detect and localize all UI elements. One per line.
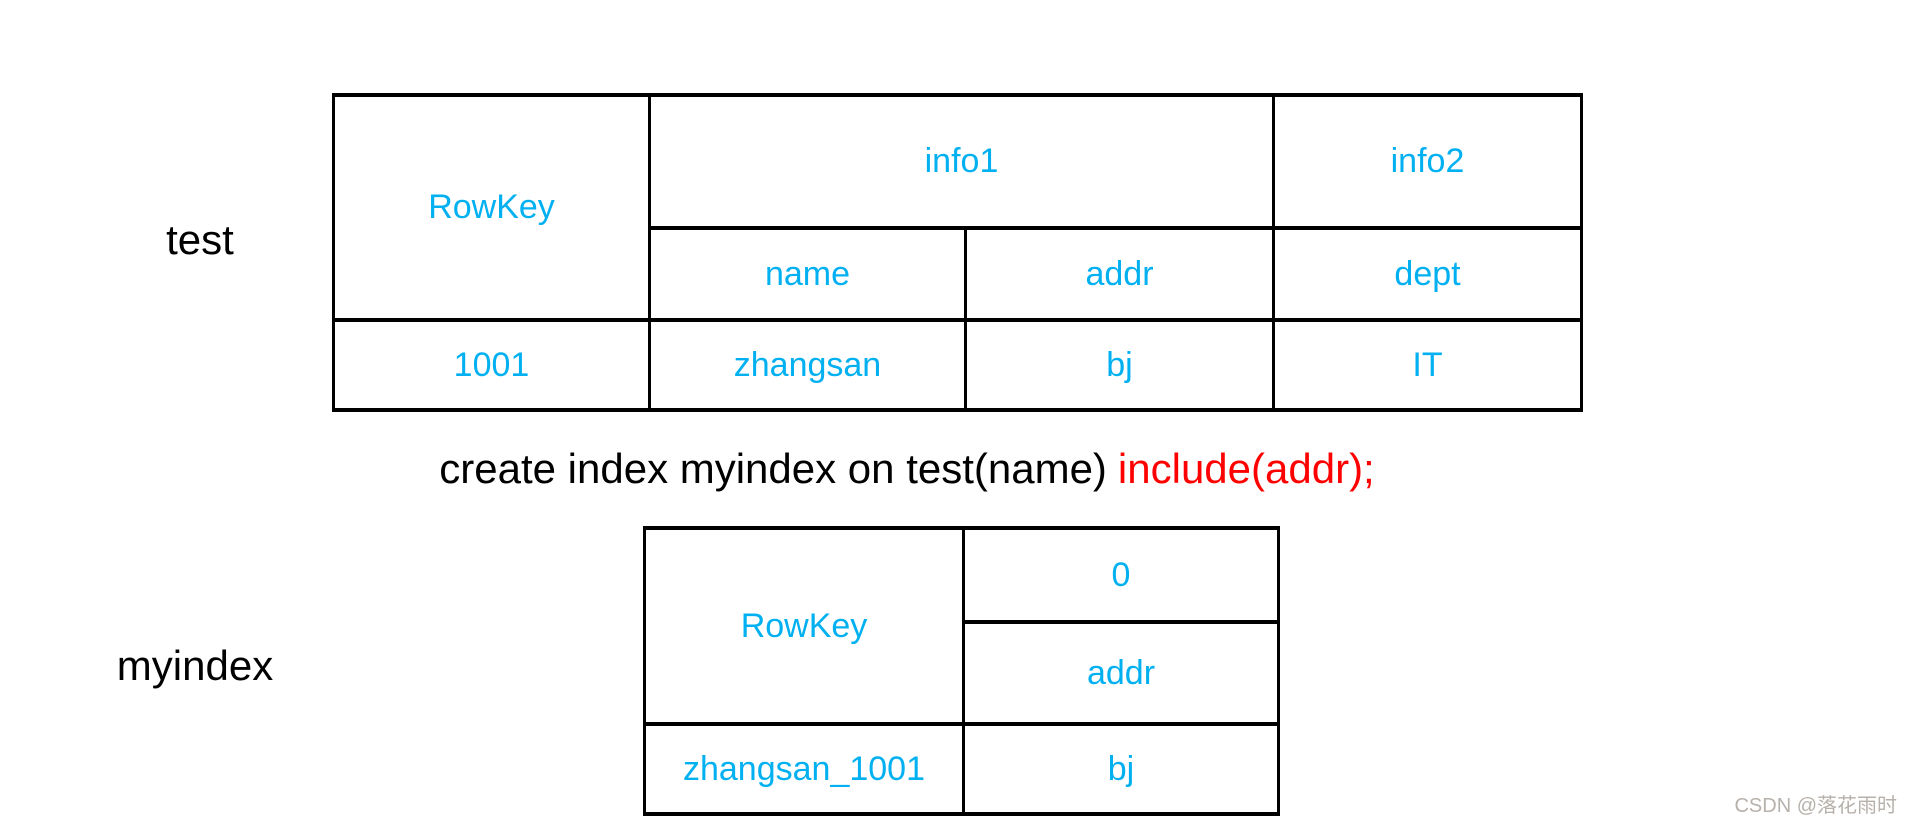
test-table-col-name-cell: name bbox=[648, 226, 967, 322]
test-table-dept-value-cell: IT bbox=[1272, 318, 1583, 412]
csdn-watermark: CSDN @落花雨时 bbox=[1734, 795, 1897, 817]
myindex-table-addr-value-cell: bj bbox=[962, 722, 1280, 816]
test-table-data-row: 1001 zhangsan bj IT bbox=[332, 318, 1583, 412]
test-table: RowKey info1 info2 name addr dept 1001 z… bbox=[332, 93, 1583, 412]
myindex-table-rowkey-header-cell: RowKey bbox=[643, 526, 965, 726]
myindex-table-columns-row: addr bbox=[645, 620, 1280, 726]
test-table-family-info1-cell: info1 bbox=[648, 93, 1275, 230]
test-table-family-row: RowKey info1 info2 bbox=[332, 93, 1583, 322]
create-index-statement: create index myindex on test(name)includ… bbox=[300, 443, 1514, 495]
test-table-label: test bbox=[166, 216, 234, 263]
test-table-name-value-cell: zhangsan bbox=[648, 318, 967, 412]
myindex-table-family-row: RowKey 0 bbox=[643, 526, 1280, 726]
test-table-rowkey-header-cell: RowKey bbox=[332, 93, 651, 322]
myindex-table: RowKey 0 addr zhangsan_1001 bj bbox=[643, 526, 1280, 816]
test-table-addr-value-cell: bj bbox=[964, 318, 1275, 412]
create-index-statement-main: create index myindex on test(name) bbox=[439, 445, 1107, 492]
test-table-col-addr-cell: addr bbox=[964, 226, 1275, 322]
test-table-columns-row: name addr dept bbox=[334, 226, 1583, 322]
test-table-rowkey-value-cell: 1001 bbox=[332, 318, 651, 412]
create-index-statement-include-clause: include(addr); bbox=[1117, 445, 1375, 492]
myindex-table-col-addr-cell: addr bbox=[962, 620, 1280, 726]
myindex-table-rowkey-value-cell: zhangsan_1001 bbox=[643, 722, 965, 816]
myindex-table-family-0-cell: 0 bbox=[962, 526, 1280, 624]
test-table-col-dept-cell: dept bbox=[1272, 226, 1583, 322]
myindex-table-label: myindex bbox=[116, 642, 274, 689]
myindex-table-data-row: zhangsan_1001 bj bbox=[643, 722, 1280, 816]
test-table-family-info2-cell: info2 bbox=[1272, 93, 1583, 230]
